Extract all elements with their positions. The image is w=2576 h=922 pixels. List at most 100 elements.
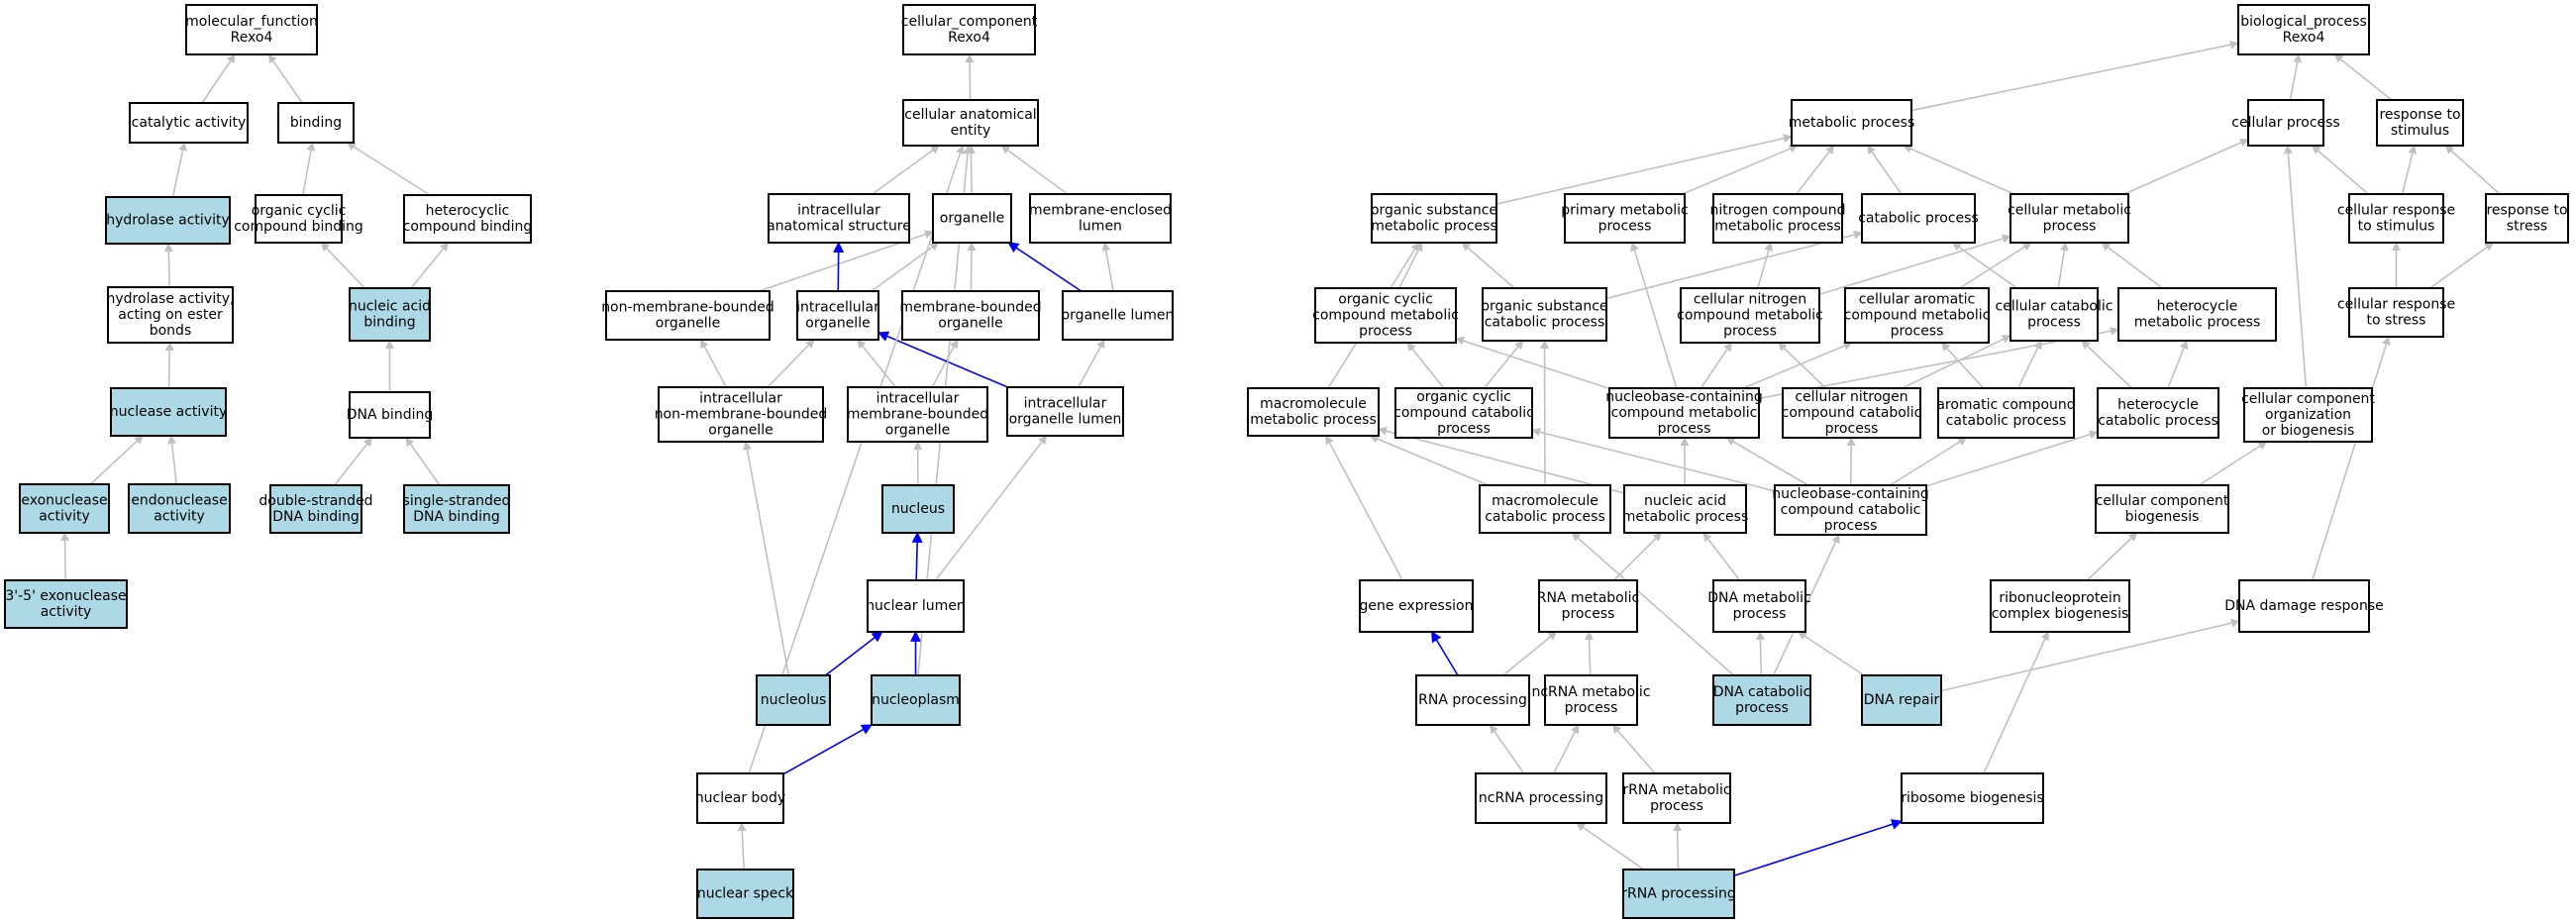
edge-nlumen-to-iol xyxy=(934,435,1048,581)
go-term-node-rrnaproc[interactable]: rRNA processing xyxy=(1621,869,1736,919)
go-term-node-dnarepair[interactable]: DNA repair xyxy=(1861,674,1942,726)
go-term-node-nbody[interactable]: nuclear body xyxy=(695,772,785,824)
go-term-label: non-membrane-bounded xyxy=(655,407,828,423)
go-term-node-nuclease[interactable]: nuclease activity xyxy=(110,387,228,437)
go-term-node-binding[interactable]: binding xyxy=(277,102,355,144)
go-term-label: hydrolase activity xyxy=(106,213,230,229)
go-term-node-metab[interactable]: metabolic process xyxy=(1789,99,1915,147)
go-term-node-dnab[interactable]: DNA binding xyxy=(347,391,433,439)
edge-line xyxy=(1755,631,1765,676)
edges-layer xyxy=(60,40,2501,877)
go-term-label: biogenesis xyxy=(2125,509,2200,525)
go-term-label: rRNA metabolic xyxy=(1622,782,1730,798)
go-term-node-cellproc[interactable]: cellular process xyxy=(2231,99,2340,147)
edge-line xyxy=(1101,242,1114,292)
go-term-node-ribobio[interactable]: ribosome biogenesis xyxy=(1901,772,2044,824)
go-term-node-nlumen[interactable]: nuclear lumen xyxy=(866,579,966,633)
edge-line xyxy=(1406,342,1445,389)
edge-nspeck-to-nbody xyxy=(737,822,747,871)
go-term-node-geneexp[interactable]: gene expression xyxy=(1359,579,1474,633)
go-term-node-nucleoplasm[interactable]: nucleoplasm xyxy=(871,674,961,726)
edge-pmp-to-metab xyxy=(1682,144,1799,195)
edge-line xyxy=(857,339,896,388)
go-term-node-ddr[interactable]: DNA damage response xyxy=(2224,579,2384,633)
go-term-node-ol[interactable]: organelle lumen xyxy=(1062,290,1175,341)
edge-line xyxy=(743,441,790,676)
go-term-node-organelle[interactable]: organelle xyxy=(932,193,1012,244)
go-term-node-ncrnaproc[interactable]: ncRNA processing xyxy=(1475,772,1607,824)
go-term-node-inmbo[interactable]: intracellularnon-membrane-boundedorganel… xyxy=(655,386,828,443)
go-term-node-nspeck[interactable]: nuclear speck xyxy=(696,869,794,919)
go-term-node-nucleus[interactable]: nucleus xyxy=(881,484,955,534)
go-term-label: nitrogen compound xyxy=(1709,203,1845,219)
edge-iol-to-io xyxy=(876,331,1008,388)
go-term-label: anatomical structure xyxy=(767,219,911,235)
go-term-node-rnaproc[interactable]: RNA processing xyxy=(1415,674,1530,726)
go-term-node-hydro[interactable]: hydrolase activity xyxy=(105,196,231,245)
edge-catact-to-mf xyxy=(201,53,236,104)
go-term-box xyxy=(796,290,879,341)
go-term-node-catact[interactable]: catalytic activity xyxy=(129,102,249,144)
edge-line xyxy=(201,53,236,104)
go-term-node-catab[interactable]: catabolic process xyxy=(1858,193,1979,244)
go-term-label: organic cyclic xyxy=(252,203,347,219)
edge-namp-to-mmp xyxy=(1378,426,1625,494)
edge-line xyxy=(966,145,976,195)
go-term-node-nucleolus[interactable]: nucleolus xyxy=(756,674,831,726)
go-term-label: catabolic process xyxy=(1858,211,1979,227)
go-term-label: cellular_component xyxy=(901,14,1038,30)
go-term-label: entity xyxy=(951,123,991,139)
